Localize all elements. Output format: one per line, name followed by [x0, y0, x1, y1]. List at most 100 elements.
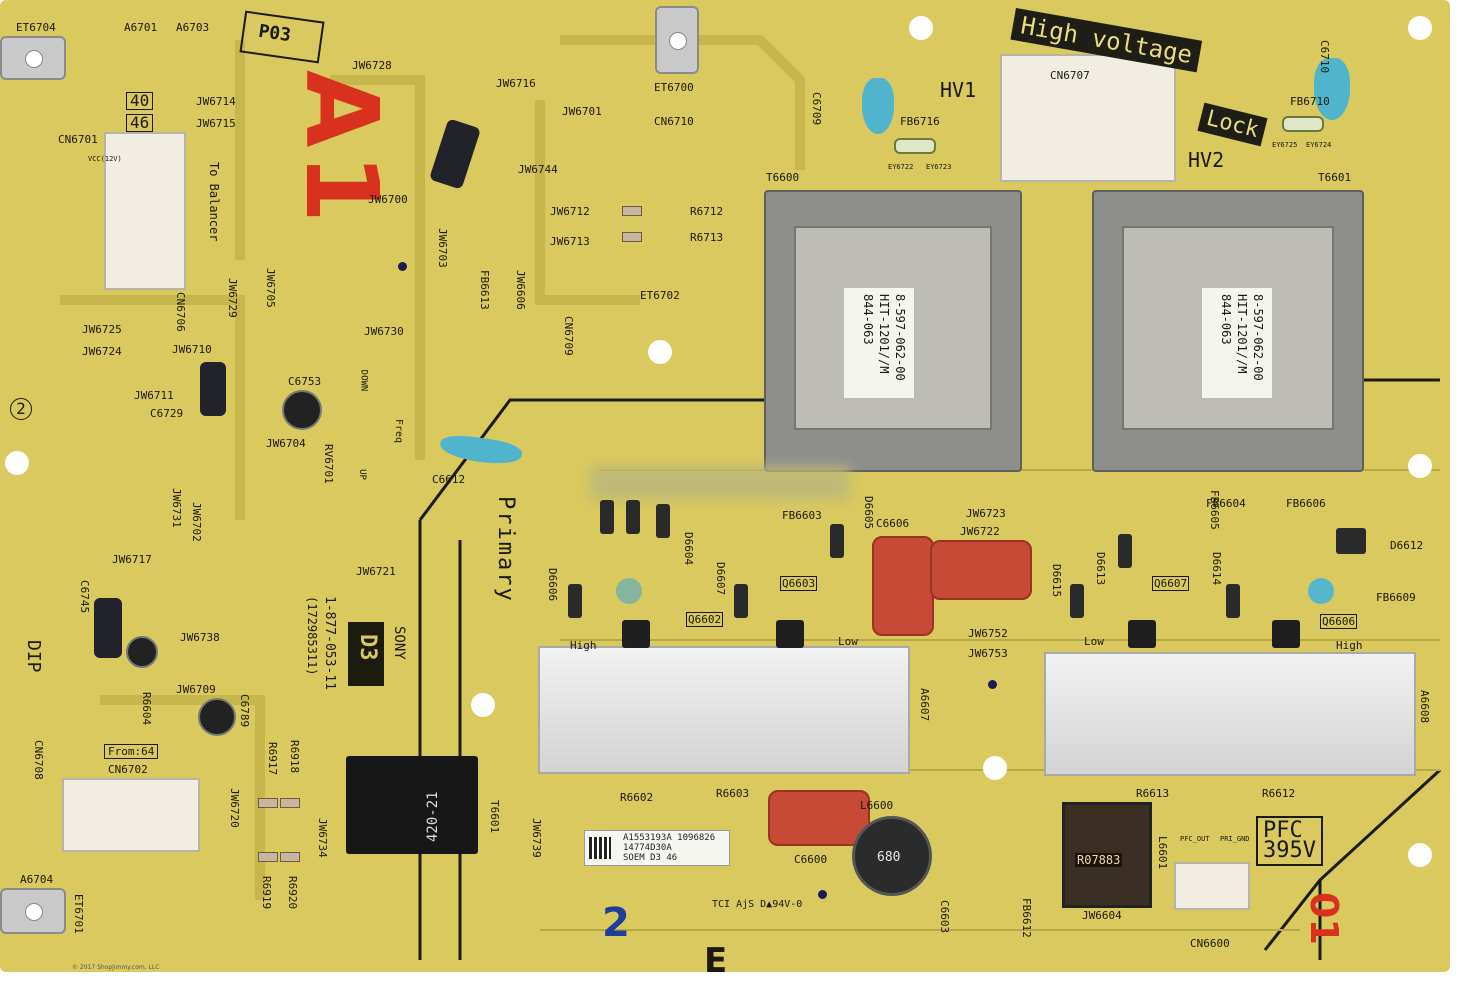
- ref-label: JW6721: [356, 565, 396, 578]
- ref-label: R6920: [286, 876, 299, 910]
- ref-label: JW6712: [550, 205, 590, 218]
- ref-label: JW6713: [550, 235, 590, 248]
- input-filter: 420-21: [346, 756, 478, 854]
- ref-label: C6753: [288, 375, 322, 388]
- connector-cn6702: [62, 778, 200, 852]
- ref-label: C6606: [876, 517, 910, 530]
- ref-label: JW6744: [518, 163, 558, 176]
- input-filter-code: 420-21: [425, 791, 441, 842]
- ref-label: ET6700: [654, 81, 694, 94]
- e-marking: E: [704, 941, 728, 972]
- ref-label: A6703: [176, 21, 210, 34]
- ref-label: JW6731: [170, 488, 183, 528]
- resistor: [258, 852, 278, 862]
- capacitor-c6753: [282, 390, 322, 430]
- ref-label: CN6706: [174, 292, 187, 332]
- ref-label: JW6752: [968, 627, 1008, 640]
- ref-label: JW6717: [112, 553, 152, 566]
- sticker-line: HIT-1201//M: [1235, 294, 1249, 374]
- via: [988, 680, 997, 689]
- choke-label: R07883: [1075, 853, 1123, 867]
- tantalum-capacitor: [1308, 578, 1334, 604]
- ref-label: D6612: [1390, 539, 1424, 552]
- ref-label: FB6606: [1286, 497, 1326, 510]
- qr-code-icon: [589, 837, 611, 859]
- ref-label: A6701: [124, 21, 158, 34]
- tantalum-capacitor: [616, 578, 642, 604]
- mount-hole: [471, 693, 495, 717]
- resistor-r6713: [622, 232, 642, 242]
- ref-label: JW6725: [82, 323, 122, 336]
- ref-label: HV1: [940, 78, 977, 102]
- ref-label: FB6613: [478, 270, 491, 310]
- ref-label: FB6604: [1206, 497, 1246, 510]
- to-balancer-label: To Balancer: [207, 162, 221, 242]
- ref-label: CN6701: [58, 133, 98, 146]
- high-label-right: High: [1336, 639, 1363, 652]
- diode-d6606: [568, 584, 582, 618]
- diode-d6604: [656, 504, 670, 538]
- ref-label: A6608: [1418, 690, 1431, 724]
- ref-label: JW6730: [364, 325, 404, 338]
- handwritten-2: 2: [602, 900, 630, 946]
- ref-label: R6918: [288, 740, 301, 774]
- mount-hole: [1408, 16, 1432, 40]
- transformer-sticker: 8-597-062-00 HIT-1201//M 844-063: [844, 288, 914, 398]
- capacitor: [126, 636, 158, 668]
- ref-label: JW6738: [180, 631, 220, 644]
- connector-cn6707: [1000, 54, 1176, 182]
- ref-label: R6712: [690, 205, 724, 218]
- ref-label: CN6702: [108, 763, 148, 776]
- metal-bracket-et6700: [655, 6, 699, 74]
- ref-label: D6607: [714, 562, 727, 596]
- ref-label: JW6700: [368, 193, 408, 206]
- ref-label: T6601: [488, 800, 501, 834]
- qr-line: 14774D30A: [623, 843, 672, 853]
- diode-d6612: [1336, 528, 1366, 554]
- ref-label: D6604: [682, 532, 695, 566]
- ref-label: T6601: [1318, 171, 1352, 184]
- ref-label: JW6734: [316, 818, 329, 858]
- part-number: 1-877-053-11: [322, 596, 337, 690]
- ref-label: CN6710: [654, 115, 694, 128]
- resistor-r6712: [622, 206, 642, 216]
- ref-label: EY6723: [926, 163, 952, 171]
- ref-label: D6615: [1050, 564, 1063, 598]
- ref-label: JW6728: [352, 59, 392, 72]
- num-46: 46: [126, 114, 154, 132]
- diode-d6605: [830, 524, 844, 558]
- fuse-fb6716: [894, 138, 936, 154]
- handwritten-01: 01: [1302, 892, 1346, 945]
- ref-label: R6602: [620, 791, 654, 804]
- num-40: 40: [126, 92, 154, 110]
- ref-label: L6601: [1156, 836, 1169, 870]
- diode: [600, 500, 614, 534]
- qr-line: SOEM D3 46: [623, 853, 678, 863]
- via: [398, 262, 407, 271]
- transistor-pad: [1128, 620, 1156, 648]
- metal-bracket-et6701: [0, 888, 66, 934]
- ref-label: JW6739: [530, 818, 543, 858]
- ref-label: JW6714: [196, 95, 236, 108]
- ref-label: FB6605: [1208, 490, 1221, 530]
- connector-cn6701: [104, 132, 186, 290]
- ref-label: JW6715: [196, 117, 236, 130]
- film-capacitor-c6606b: [930, 540, 1032, 600]
- ref-label: C6729: [150, 407, 184, 420]
- metal-bracket-et6704: [0, 36, 66, 80]
- ref-label: C6612: [432, 473, 466, 486]
- ref-label: JW6716: [496, 77, 536, 90]
- ref-label: JW6729: [226, 278, 239, 318]
- ref-label: CN6708: [32, 740, 45, 780]
- ref-label: FB6603: [782, 509, 822, 522]
- connector-cn6600: [1174, 862, 1250, 910]
- choke-l6601: R07883: [1062, 802, 1152, 908]
- sticker-line: 844-063: [861, 294, 875, 345]
- ref-label: R6613: [1136, 787, 1170, 800]
- ref-label: T6600: [766, 171, 800, 184]
- ref-label: HV2: [1188, 148, 1225, 172]
- ref-label: JW6709: [176, 683, 216, 696]
- ul-marking: TCI AjS D▲94V-0: [712, 899, 803, 910]
- ref-label: D6606: [546, 568, 559, 602]
- ref-label: JW6703: [436, 228, 449, 268]
